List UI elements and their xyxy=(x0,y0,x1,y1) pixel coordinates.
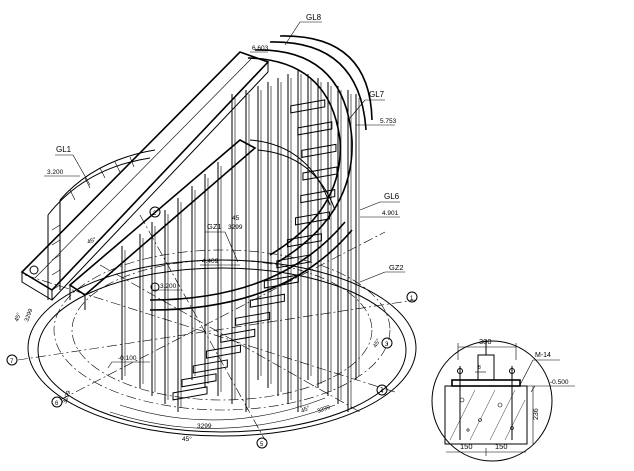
stair-tread xyxy=(302,166,338,181)
stair-steps xyxy=(172,99,338,401)
dim-ang-bottom: 45° xyxy=(182,435,192,443)
detail-half-left: 150 xyxy=(460,442,473,451)
base-plan xyxy=(17,214,417,441)
stair-tread xyxy=(295,211,331,226)
detail-weld: 8 xyxy=(478,365,481,371)
dim-ang-b: 45° xyxy=(373,338,383,349)
stair-tread xyxy=(263,274,299,289)
svg-text:7: 7 xyxy=(10,359,14,365)
stair-tread xyxy=(300,189,336,204)
stair-tread xyxy=(220,328,256,343)
dim-left2: 3299 xyxy=(62,389,72,404)
detail-width: 300 xyxy=(479,337,492,346)
stair-tread xyxy=(301,143,337,158)
elev-gl7: 5.753 xyxy=(380,118,397,125)
elev-gl6: 4.901 xyxy=(382,210,399,217)
svg-text:2: 2 xyxy=(153,211,157,217)
dim-r-top: 3299 xyxy=(228,224,243,231)
stair-tread xyxy=(235,311,271,326)
axis-bubble-7: 7 xyxy=(6,354,18,366)
vertical-columns xyxy=(121,70,360,412)
svg-text:6: 6 xyxy=(55,401,59,407)
elev-gl8: 6.603 xyxy=(252,45,269,52)
dim-left1: 3299 xyxy=(24,307,34,322)
svg-text:3: 3 xyxy=(385,342,389,348)
stair-tread xyxy=(276,254,312,269)
label-gl1: GL1 xyxy=(56,145,72,154)
stair-tread xyxy=(286,233,322,248)
detail-half-right: 150 xyxy=(495,442,508,451)
elev-gl1: 3.200 xyxy=(47,169,64,176)
axis-bubble-5: 5 xyxy=(256,437,268,449)
axis-bubble-4: 4 xyxy=(376,384,388,396)
stair-tread xyxy=(172,386,208,401)
axis-bubble-3: 3 xyxy=(381,337,393,349)
stair-tread xyxy=(249,293,285,308)
elev-mid2: 3.200 xyxy=(160,283,177,290)
stair-tread xyxy=(290,99,326,114)
label-gl7: GL7 xyxy=(369,90,385,99)
stair-tread xyxy=(297,121,333,136)
detail-depth: 236 xyxy=(533,408,540,420)
base-detail: 300 150 150 236 M-14 8 -0.500 xyxy=(431,337,575,462)
dim-ang-top: 45 xyxy=(232,215,240,222)
inclined-beam-gl1 xyxy=(20,51,270,310)
axis-bubble-2: 2 xyxy=(149,206,161,218)
stair-tread xyxy=(205,344,241,359)
svg-text:5: 5 xyxy=(260,442,264,448)
stair-tread xyxy=(192,359,228,374)
dim-left4: 3299 xyxy=(317,404,332,414)
svg-text:4: 4 xyxy=(380,389,384,395)
label-gl6: GL6 xyxy=(384,192,400,201)
label-gz2: GZ2 xyxy=(389,263,404,272)
svg-text:1: 1 xyxy=(410,296,414,302)
axis-bubbles: 1 2 3 4 5 6 7 xyxy=(6,206,418,449)
detail-plate: M-14 xyxy=(535,352,551,359)
stair-tread xyxy=(181,373,217,388)
curved-beams xyxy=(149,35,373,311)
elev-mid1: 4.409 xyxy=(202,258,219,265)
elev-base: -0.100 xyxy=(118,355,137,362)
label-gl8: GL8 xyxy=(306,13,322,22)
annotations: GL8 6.603 GL7 5.753 GL6 4.901 GL1 3.200 … xyxy=(14,13,405,443)
dim-ang-a: 45° xyxy=(87,237,98,246)
label-gz1: GZ1 xyxy=(207,222,222,231)
axis-bubble-6: 6 xyxy=(51,396,63,408)
axis-bubble-1: 1 xyxy=(406,291,418,303)
cylinder-wall xyxy=(47,149,156,300)
dim-r-bottom: 3299 xyxy=(197,423,212,430)
dim-ang-c: 45° xyxy=(300,405,311,415)
dim-left3: 45° xyxy=(14,312,23,323)
detail-elev: -0.500 xyxy=(550,379,569,386)
